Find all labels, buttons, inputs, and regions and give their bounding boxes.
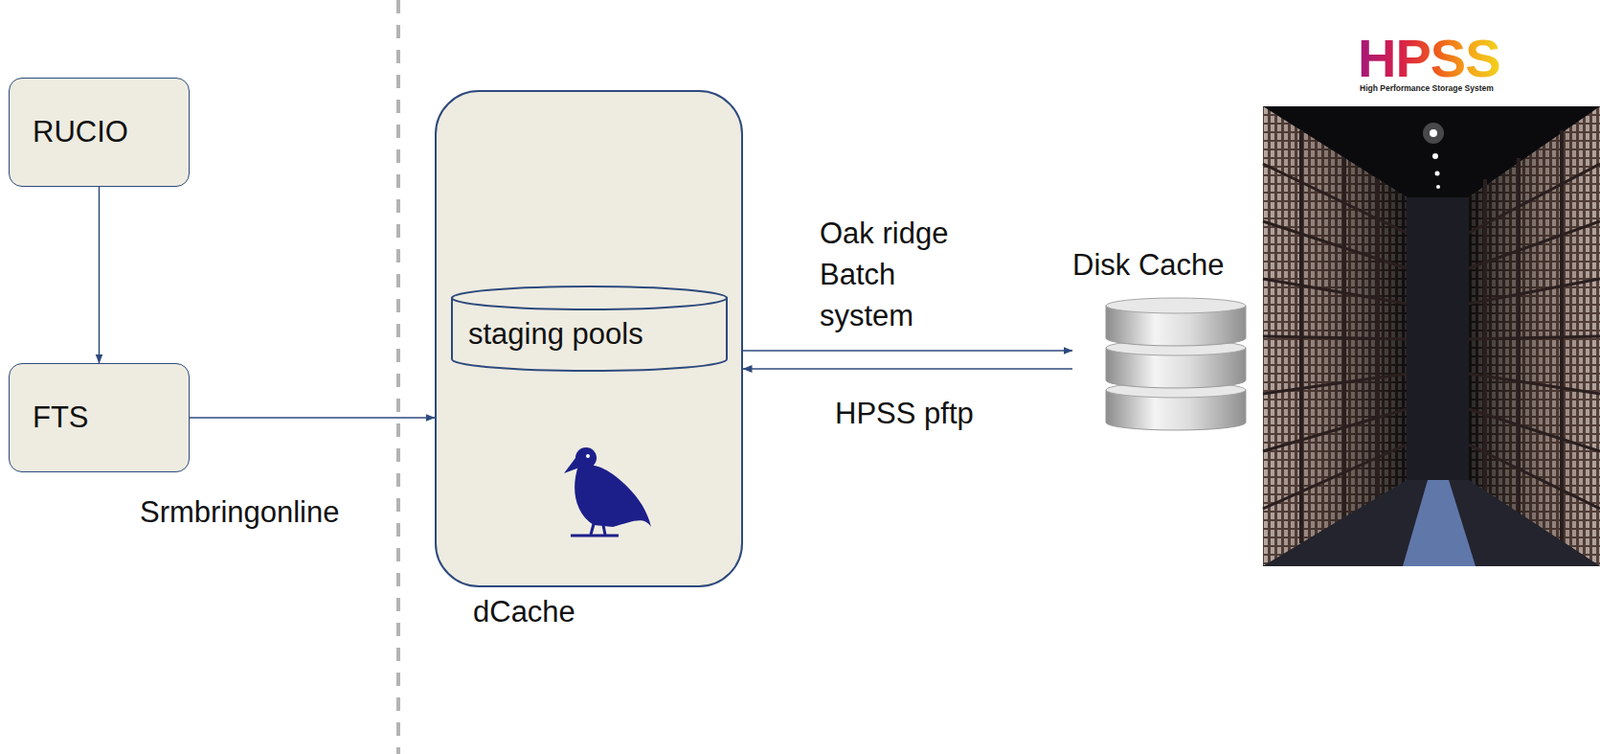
connector-arrow	[189, 416, 435, 419]
boundary-line	[396, 0, 401, 754]
node-label: Disk Cache	[1072, 247, 1225, 283]
edge-label: Oak ridge Batch system	[819, 212, 978, 337]
process-box: RUCIO	[8, 77, 190, 187]
tape-library-photo	[1262, 106, 1600, 566]
node-label: staging pools	[468, 316, 644, 352]
logo-subtitle: High Performance Storage System	[1359, 83, 1494, 93]
node-label: RUCIO	[32, 114, 129, 150]
dcache-bird-logo	[563, 447, 652, 536]
system-container: dCachestaging pools	[434, 90, 744, 587]
storage-cylinder: staging pools	[450, 285, 728, 372]
disk-cache-icon: Disk Cache	[1072, 247, 1248, 438]
container-fill	[435, 90, 743, 586]
node-label: FTS	[32, 400, 90, 435]
edge-label: HPSS pftp	[834, 396, 974, 431]
process-box: FTS	[8, 362, 190, 473]
disk-stack	[1104, 295, 1248, 438]
edge-label: Srmbringonline	[139, 495, 340, 530]
connector-arrow	[743, 349, 1073, 352]
connector-arrow	[743, 367, 1073, 370]
logo-wordmark: HPSS	[1357, 31, 1501, 86]
connector-arrow	[98, 186, 101, 363]
container-title: dCache	[473, 594, 576, 630]
